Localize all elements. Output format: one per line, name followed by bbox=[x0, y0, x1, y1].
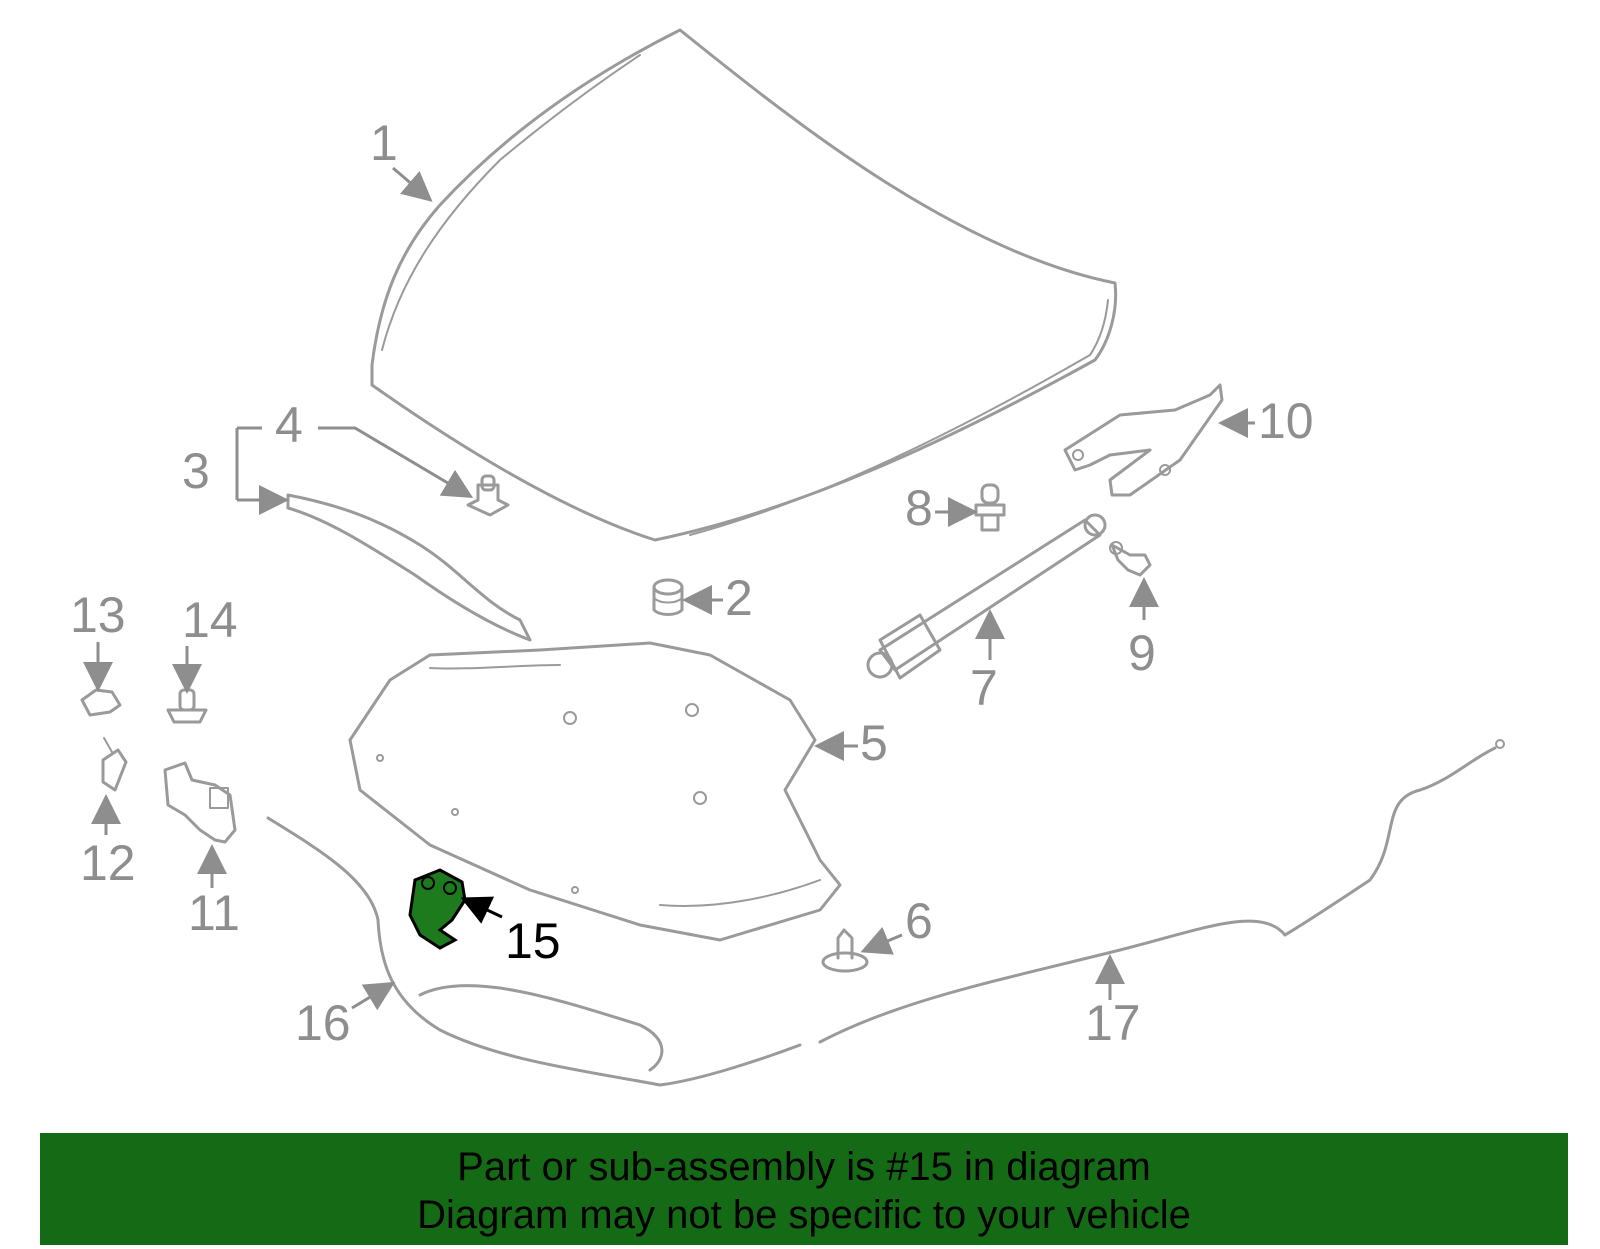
parts-diagram: 1 2 3 4 5 6 7 8 9 10 11 12 13 14 15 16 1… bbox=[70, 28, 1505, 1087]
hood-clip[interactable] bbox=[80, 688, 122, 717]
callout-12: 12 bbox=[80, 835, 136, 891]
info-banner: Part or sub-assembly is #15 in diagram D… bbox=[40, 1133, 1568, 1245]
hood-striker[interactable] bbox=[101, 737, 128, 792]
hood-screw[interactable] bbox=[166, 688, 208, 724]
callout-16: 16 bbox=[295, 995, 351, 1051]
hood-insulator[interactable] bbox=[348, 641, 842, 942]
banner-line-2: Diagram may not be specific to your vehi… bbox=[417, 1193, 1191, 1237]
callout-15: 15 bbox=[505, 913, 561, 969]
handle-cable[interactable] bbox=[818, 739, 1505, 1044]
callout-6: 6 bbox=[905, 893, 933, 949]
release-cable[interactable] bbox=[266, 816, 802, 1087]
hood-hinge[interactable] bbox=[1063, 383, 1224, 497]
callout-5: 5 bbox=[860, 715, 888, 771]
hood-seal[interactable] bbox=[286, 493, 532, 642]
callout-2: 2 bbox=[725, 570, 753, 626]
lift-support[interactable] bbox=[866, 513, 1107, 680]
retainer-clip[interactable] bbox=[821, 928, 869, 973]
callout-3: 3 bbox=[182, 443, 210, 499]
latch-bracket[interactable] bbox=[163, 761, 237, 844]
callout-13: 13 bbox=[70, 587, 126, 643]
ball-stud[interactable] bbox=[1109, 541, 1152, 577]
callout-14: 14 bbox=[182, 592, 238, 648]
hood-latch-highlight[interactable] bbox=[408, 868, 467, 950]
callout-4: 4 bbox=[275, 397, 303, 453]
seal-clip[interactable] bbox=[466, 474, 510, 517]
callout-17: 17 bbox=[1085, 995, 1141, 1051]
callout-9: 9 bbox=[1128, 625, 1156, 681]
banner-line-1: Part or sub-assembly is #15 in diagram bbox=[457, 1145, 1151, 1189]
hood-bumper[interactable] bbox=[652, 578, 684, 616]
callout-8: 8 bbox=[905, 480, 933, 536]
stop-bumper[interactable] bbox=[974, 483, 1006, 532]
callout-7: 7 bbox=[970, 660, 998, 716]
callout-10: 10 bbox=[1258, 393, 1314, 449]
hood-panel[interactable] bbox=[370, 28, 1118, 542]
callout-1: 1 bbox=[370, 115, 398, 171]
leader-lines bbox=[83, 166, 1255, 1011]
callout-11: 11 bbox=[188, 885, 240, 941]
